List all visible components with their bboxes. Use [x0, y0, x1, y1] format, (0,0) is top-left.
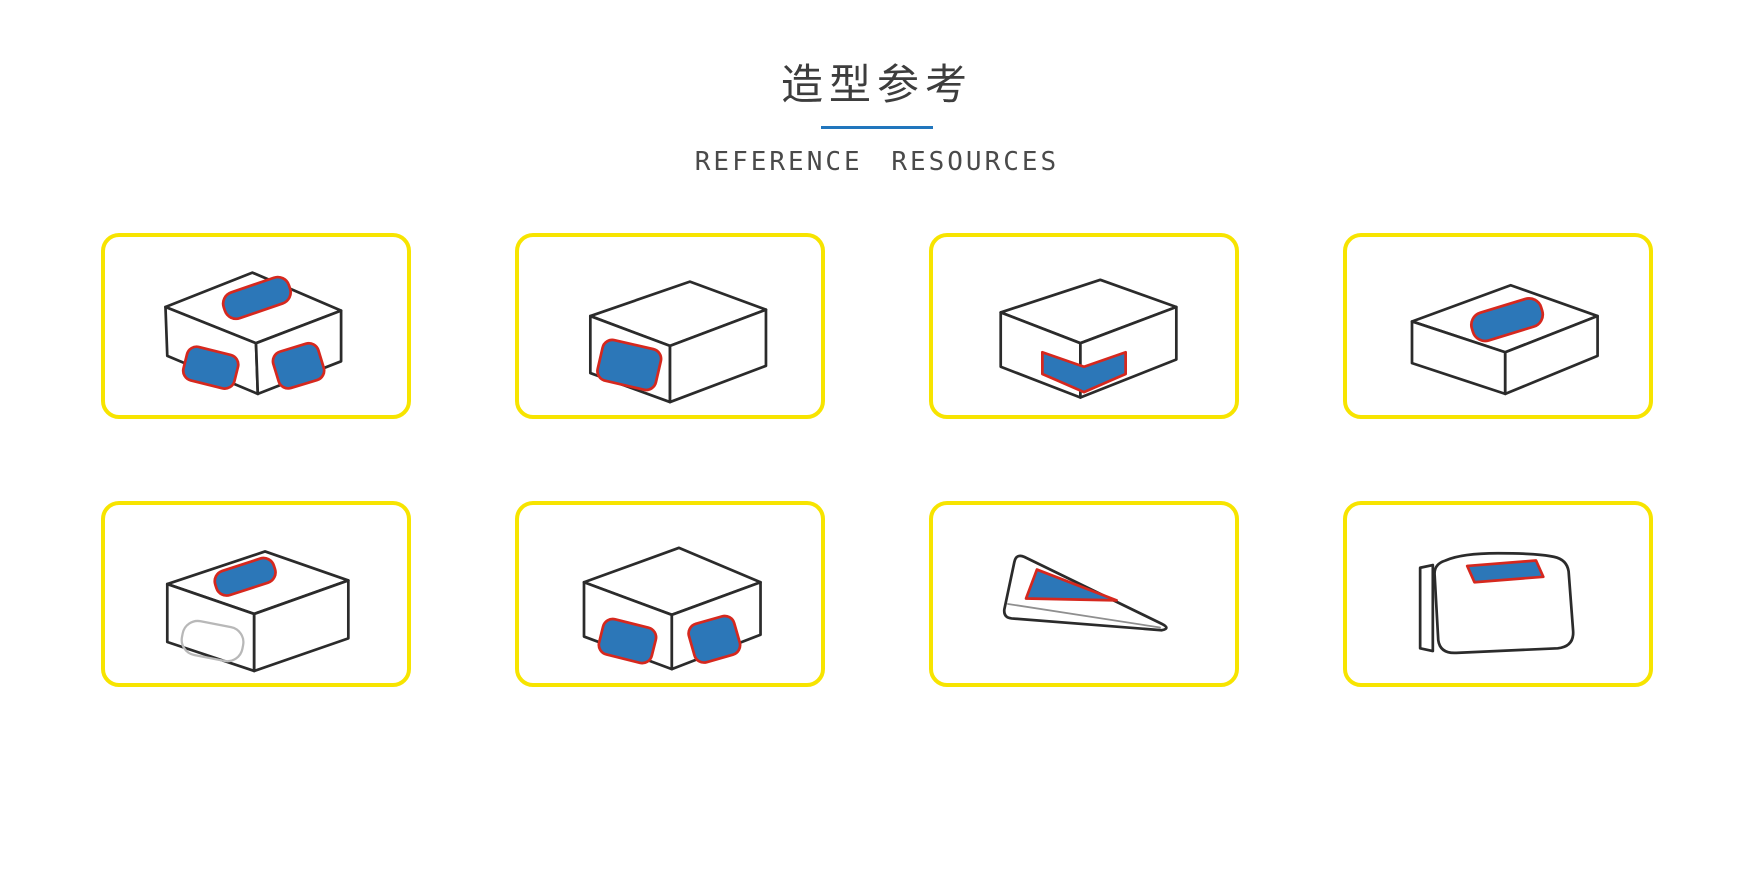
faint-front-window [180, 620, 245, 663]
title-divider [821, 126, 933, 130]
top-window [1469, 297, 1545, 343]
reference-card-box-chevron-window [929, 233, 1239, 420]
reference-card-box-two-front-windows [515, 501, 825, 688]
box-three-windows-sketch [164, 271, 343, 396]
wedge-triangle-window-sketch [1002, 554, 1168, 632]
front-window [596, 338, 663, 392]
page-title: 造型参考 [780, 61, 973, 108]
section-header: 造型参考 REFERENCE RESOURCES [0, 61, 1754, 178]
reference-card-box-front-window [515, 233, 825, 420]
box-right-face [252, 579, 350, 673]
chevron-window [1041, 351, 1127, 394]
reference-card-box-three-windows [101, 233, 411, 420]
box-right-face [668, 308, 768, 404]
wedge-edge-line [1007, 603, 1161, 629]
box-top-window-sketch [1410, 284, 1599, 396]
right-window [687, 614, 742, 665]
left-window [597, 617, 658, 665]
reference-card-box-top-window-faint-front [101, 501, 411, 688]
box-chevron-window-sketch [999, 278, 1178, 400]
reference-card-pouch-top-window [1343, 501, 1653, 688]
box-two-front-windows-sketch [582, 546, 762, 671]
pouch-top-window-sketch [1418, 552, 1575, 655]
top-window [1465, 559, 1545, 584]
left-window [181, 345, 240, 391]
top-window [213, 556, 277, 598]
reference-card-wedge-triangle-window [929, 501, 1239, 688]
reference-grid [101, 233, 1653, 688]
box-front-window-sketch [588, 280, 768, 404]
box-right-face [1503, 314, 1599, 396]
reference-card-box-top-window [1343, 233, 1653, 420]
page-subtitle: REFERENCE RESOURCES [694, 147, 1060, 178]
right-window [271, 342, 326, 390]
box-top-window-faint-front-sketch [165, 550, 350, 673]
triangle-window [1024, 568, 1118, 602]
pouch-side-fin [1418, 563, 1435, 653]
top-window [221, 275, 293, 321]
